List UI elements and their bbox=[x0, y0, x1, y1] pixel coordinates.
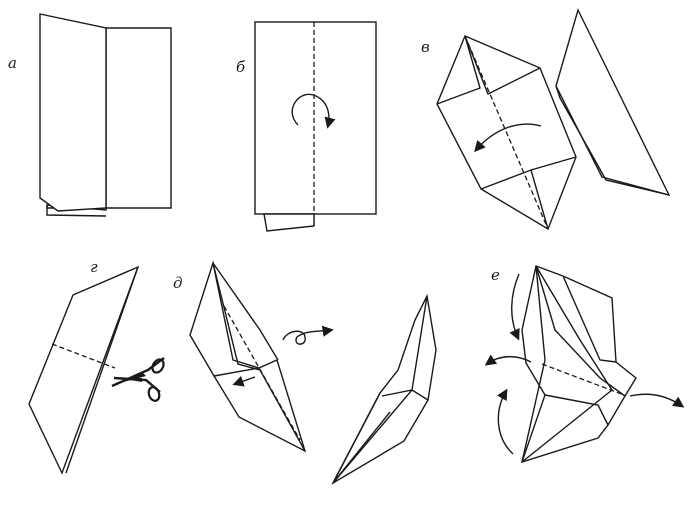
step-d-label: д bbox=[173, 274, 183, 292]
step-d-right-shape bbox=[331, 293, 437, 485]
step-c-diagram: в bbox=[421, 8, 671, 231]
step-e-center-crease bbox=[521, 265, 546, 463]
step-b-bottom-flap bbox=[263, 213, 315, 232]
step-e-fold-line bbox=[541, 363, 625, 396]
step-c-side-flap bbox=[555, 8, 671, 197]
step-a-front-flap bbox=[39, 13, 107, 212]
step-g-label: г bbox=[90, 258, 98, 276]
step-e-left-arrow bbox=[484, 354, 532, 366]
step-a-bottom-edge bbox=[46, 205, 107, 217]
step-e-right-crease bbox=[521, 265, 613, 463]
step-c-fold-arrow bbox=[474, 123, 542, 153]
step-d-diagram: д bbox=[173, 260, 437, 485]
step-e-diagram: е bbox=[484, 265, 685, 464]
step-b-diagram: б bbox=[236, 21, 377, 232]
step-g-cut-line bbox=[51, 343, 116, 369]
step-c-fold-line bbox=[464, 35, 549, 230]
step-c-top-pocket bbox=[436, 35, 481, 105]
step-e-label: е bbox=[491, 266, 500, 284]
step-c-label: в bbox=[421, 38, 430, 56]
step-g-diamond bbox=[28, 265, 140, 475]
step-d-right-lower bbox=[332, 392, 391, 484]
step-e-upper-crease bbox=[562, 275, 617, 363]
step-a-label: а bbox=[8, 54, 17, 72]
step-d-left-shape bbox=[189, 260, 307, 453]
step-d-turn-arrow bbox=[282, 325, 334, 345]
step-g-diagram: г bbox=[28, 258, 165, 475]
step-e-bottom-arrow bbox=[496, 388, 514, 455]
step-b-turn-over-arrow bbox=[291, 93, 336, 129]
step-d-left-crease bbox=[212, 262, 279, 361]
step-g-inner-edge bbox=[65, 266, 139, 474]
step-d-small-arrow bbox=[232, 375, 256, 387]
step-c-side-flap-edge bbox=[555, 85, 670, 196]
step-b-label: б bbox=[236, 58, 246, 76]
scissors-icon bbox=[111, 357, 165, 402]
step-e-top-arrow bbox=[509, 273, 520, 341]
step-b-sheet bbox=[254, 21, 377, 215]
step-a-diagram: а bbox=[8, 13, 172, 217]
step-e-right-arrow bbox=[629, 393, 685, 408]
step-d-fold-line bbox=[223, 305, 301, 441]
step-d-right-mid bbox=[381, 389, 429, 401]
step-c-bottom-pocket-edge bbox=[530, 156, 577, 171]
step-e-lower-crease bbox=[544, 394, 609, 426]
step-e-inner-crease bbox=[535, 265, 626, 397]
step-d-left-inner bbox=[212, 262, 306, 452]
step-d-left-mid bbox=[213, 367, 260, 377]
